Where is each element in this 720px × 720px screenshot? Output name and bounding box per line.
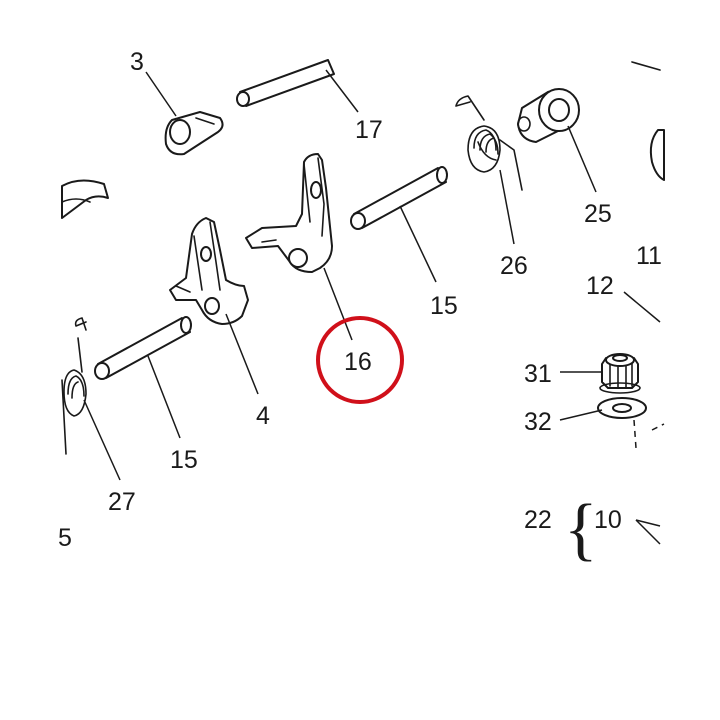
leader-3: [145, 71, 177, 117]
callout-15-left: 15: [170, 446, 198, 474]
part-31-nut: [599, 353, 641, 394]
callout-10: 10: [594, 506, 622, 534]
callout-3: 3: [130, 48, 144, 76]
leader-25: [567, 125, 597, 193]
callout-11: 11: [636, 242, 662, 270]
leader-12: [623, 291, 661, 323]
callout-16: 16: [344, 348, 372, 376]
part-16-lever: [245, 153, 333, 273]
brace-22-10: {: [564, 491, 598, 568]
leader-17: [325, 69, 359, 113]
part-32-washer: [597, 397, 665, 449]
callout-labels: 3 17 25 11 26 15 12 16 4 15 27 31 32 22 …: [58, 48, 662, 552]
part-offscreen-left-upper: [61, 179, 109, 219]
leader-26: [499, 169, 515, 245]
leader-32: [559, 409, 603, 421]
callout-31: 31: [524, 360, 552, 388]
leader-10: [635, 519, 661, 527]
callout-27: 27: [108, 488, 136, 516]
leader-10b: [635, 519, 661, 545]
callout-17: 17: [355, 116, 383, 144]
callout-32: 32: [524, 408, 552, 436]
part-15-left-pin: [94, 316, 192, 380]
leader-16: [323, 267, 353, 341]
part-27-spring: [61, 317, 87, 455]
highlight-circle-16: [316, 316, 404, 404]
part-26-spring: [455, 95, 523, 191]
callout-22: 22: [524, 506, 552, 534]
part-25-bushing: [517, 88, 580, 143]
callout-5: 5: [58, 524, 72, 552]
part-17-rod: [236, 59, 335, 107]
callout-4: 4: [256, 402, 270, 430]
leader-27: [83, 399, 121, 481]
leader-15-left: [147, 355, 181, 439]
leader-15-right: [399, 205, 437, 283]
callout-12: 12: [586, 272, 614, 300]
part-offscreen-right-upper: [631, 61, 665, 181]
callout-25: 25: [584, 200, 612, 228]
part-4-lever: [169, 217, 249, 325]
leader-4: [225, 313, 259, 395]
part-3-bracket: [164, 111, 224, 156]
part-15-right-pin: [350, 166, 448, 230]
callout-26: 26: [500, 252, 528, 280]
leader-lines: [83, 69, 661, 545]
callout-15-right: 15: [430, 292, 458, 320]
